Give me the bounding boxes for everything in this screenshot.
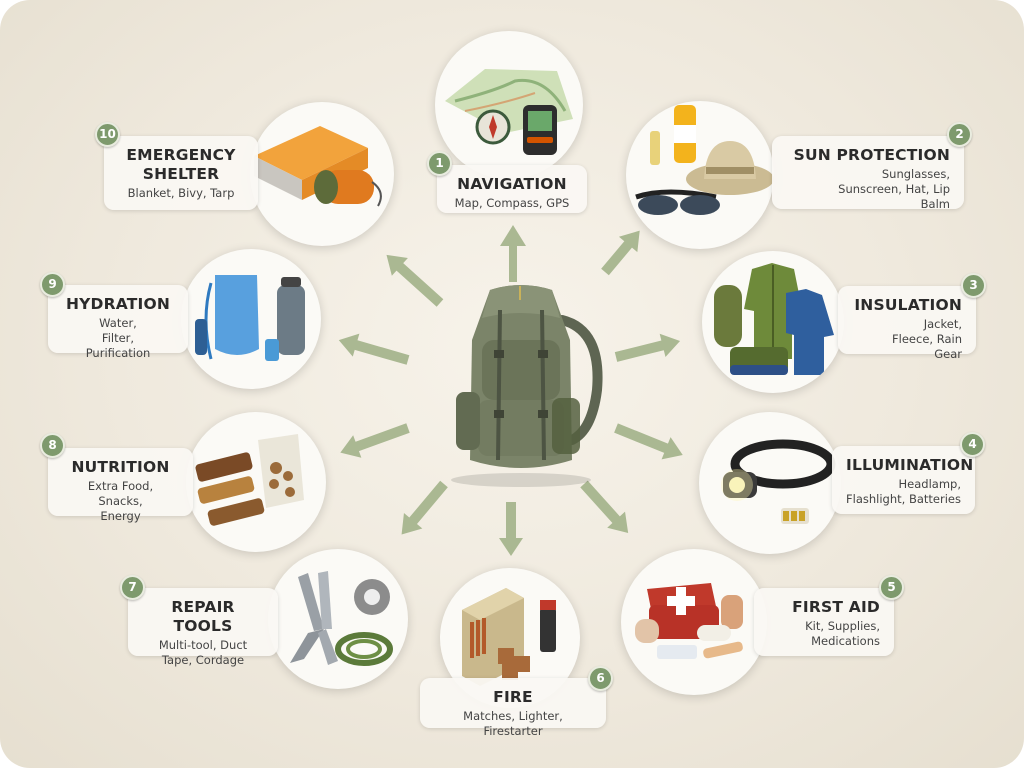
hydration-image [181,249,321,389]
item-title: EMERGENCY SHELTER [126,146,236,183]
number-badge: 7 [120,575,145,600]
multitool-icon [290,571,393,666]
arrow-navigation [500,225,526,282]
item-title: REPAIR TOOLS [171,598,235,635]
illumination-image [699,412,841,554]
item-title: FIRE [493,688,533,706]
item-card-first-aid: FIRST AID Kit, Supplies, Medications [754,588,894,656]
item-card-insulation: INSULATION Jacket, Fleece, Rain Gear [838,286,976,361]
headlamp-icon [721,439,836,524]
number-badge: 5 [879,575,904,600]
sun-protection-image [626,101,774,249]
item-subtitle: Matches, Lighter, Firestarter [463,709,563,738]
arrow-hydration [338,333,410,365]
item-subtitle: Sunglasses, Sunscreen, Hat, Lip Balm [838,167,950,211]
number-badge: 3 [961,273,986,298]
backpack-icon [432,280,610,488]
item-title: SUN PROTECTION [793,146,950,164]
item-card-illumination: ILLUMINATION Headlamp, Flashlight, Batte… [832,446,975,514]
item-title: NAVIGATION [457,175,567,193]
item-title: NUTRITION [71,458,170,476]
item-card-fire: FIRE Matches, Lighter, Firestarter [420,678,606,738]
item-subtitle: Jacket, Fleece, Rain Gear [892,317,962,361]
item-card-hydration: HYDRATION Water, Filter, Purification [48,285,188,360]
item-subtitle: Headlamp, Flashlight, Batteries [846,477,961,506]
item-title: ILLUMINATION [846,456,974,474]
insulation-image [702,251,844,393]
emergency-shelter-image [250,102,394,246]
repair-tools-image [268,549,408,689]
navigation-image [435,31,583,179]
arrow-sun-protection [601,230,640,276]
number-badge: 6 [588,666,613,691]
item-card-repair-tools: REPAIR TOOLS Multi-tool, Duct Tape, Cord… [128,588,278,667]
first-aid-kit-icon [635,583,743,659]
item-card-emergency-shelter: EMERGENCY SHELTER Blanket, Bivy, Tarp [104,136,258,210]
number-badge: 4 [960,432,985,457]
number-badge: 2 [947,122,972,147]
item-card-sun-protection: SUN PROTECTION Sunglasses, Sunscreen, Ha… [772,136,964,211]
arrow-emergency-shelter [386,254,444,307]
number-badge: 1 [427,151,452,176]
arrow-nutrition [340,423,410,458]
number-badge: 8 [40,433,65,458]
item-title: INSULATION [854,296,962,314]
arrow-fire [499,502,523,556]
item-subtitle: Blanket, Bivy, Tarp [127,186,235,200]
number-badge: 9 [40,272,65,297]
first-aid-image [621,549,767,695]
item-title: HYDRATION [65,295,171,313]
item-subtitle: Water, Filter, Purification [85,316,151,360]
item-card-navigation: NAVIGATION Map, Compass, GPS [437,165,587,213]
snack-bars-icon [195,434,304,526]
jacket-icon [714,263,834,375]
arrow-first-aid [580,480,629,534]
item-title: FIRST AID [792,598,880,616]
emergency-blanket-icon [254,126,382,207]
item-subtitle: Extra Food, Snacks, Energy [87,479,154,523]
item-subtitle: Map, Compass, GPS [454,196,570,210]
item-subtitle: Multi-tool, Duct Tape, Cordage [158,638,248,667]
number-badge: 10 [95,122,120,147]
arrow-repair-tools [401,480,448,535]
water-bottle-icon [195,275,305,361]
map-compass-gps-icon [445,69,573,155]
sun-hat-icon [635,105,774,215]
arrow-insulation [614,333,681,362]
matches-lighter-icon [462,588,556,686]
nutrition-image [186,412,326,552]
item-subtitle: Kit, Supplies, Medications [805,619,880,648]
arrow-illumination [614,423,683,460]
item-card-nutrition: NUTRITION Extra Food, Snacks, Energy [48,448,193,523]
